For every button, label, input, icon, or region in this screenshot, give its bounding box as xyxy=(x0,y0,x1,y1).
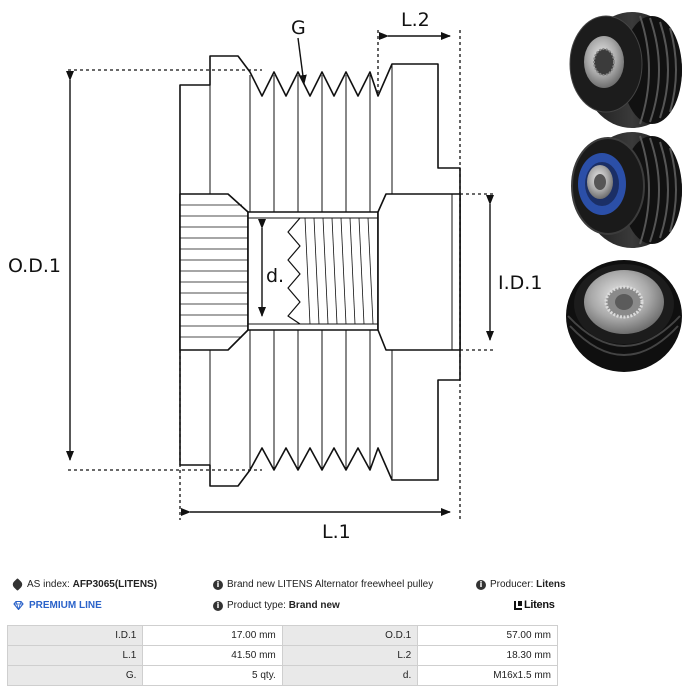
product-type-row: i Product type: Brand new xyxy=(213,600,340,611)
thread-lines xyxy=(304,217,374,325)
spec-key: L.2 xyxy=(281,645,419,666)
spec-value: 17.00 mm xyxy=(142,625,283,646)
g-leader xyxy=(297,37,307,85)
spec-value: 5 qty. xyxy=(142,665,283,686)
l2-label: L.2 xyxy=(401,9,430,31)
bearing-housing xyxy=(377,193,461,351)
producer-row: i Producer: Litens xyxy=(476,579,566,590)
g-label: G xyxy=(291,17,306,39)
d-label: d. xyxy=(266,265,284,287)
thread-profile xyxy=(287,217,301,325)
spec-value: M16x1.5 mm xyxy=(417,665,558,686)
as-index-label: AS index: xyxy=(27,579,70,590)
producer-value: Litens xyxy=(536,579,566,590)
spec-key: G. xyxy=(6,665,144,686)
diamond-icon xyxy=(13,601,24,610)
spec-value: 57.00 mm xyxy=(417,625,558,646)
brand-logo: Litens xyxy=(514,599,555,611)
spec-value: 41.50 mm xyxy=(142,645,283,666)
brand-logo-text: Litens xyxy=(524,599,555,611)
spec-key: I.D.1 xyxy=(6,625,144,646)
bore xyxy=(247,211,379,331)
info-icon: i xyxy=(213,579,223,590)
producer-label: Producer: xyxy=(490,579,534,590)
description-row: i Brand new LITENS Alternator freewheel … xyxy=(213,579,433,590)
photo-front-cap xyxy=(566,260,682,372)
tag-icon xyxy=(11,578,24,591)
litens-logo-icon xyxy=(514,601,522,610)
spec-value: 18.30 mm xyxy=(417,645,558,666)
premium-line-label: PREMIUM LINE xyxy=(29,600,102,611)
info-icon: i xyxy=(213,600,223,611)
table-row: L.1 41.50 mm L.2 18.30 mm xyxy=(6,645,558,666)
l1-label: L.1 xyxy=(322,521,351,543)
spec-key: O.D.1 xyxy=(281,625,419,646)
od1-label: O.D.1 xyxy=(8,255,61,277)
spec-key: d. xyxy=(281,665,419,686)
product-type-label: Product type: xyxy=(227,600,286,611)
spline-teeth xyxy=(180,204,248,338)
as-index-value: AFP3065(LITENS) xyxy=(72,579,158,590)
product-type-value: Brand new xyxy=(288,600,340,611)
table-row: I.D.1 17.00 mm O.D.1 57.00 mm xyxy=(6,625,558,646)
description-text: Brand new LITENS Alternator freewheel pu… xyxy=(227,579,434,590)
photo-rear-bearing xyxy=(571,132,682,248)
spec-key: L.1 xyxy=(6,645,144,666)
id1-label: I.D.1 xyxy=(498,272,542,294)
photo-front-splined xyxy=(569,12,682,128)
spline-boss xyxy=(179,193,249,351)
as-index-row: AS index: AFP3065(LITENS) xyxy=(11,578,158,591)
spec-table: I.D.1 17.00 mm O.D.1 57.00 mm L.1 41.50 … xyxy=(6,625,558,686)
info-icon: i xyxy=(476,579,486,590)
pulley-technical-drawing: G L.2 O.D.1 d. I.D.1 L.1 xyxy=(8,9,542,543)
premium-line-row: PREMIUM LINE xyxy=(13,600,102,611)
product-photos xyxy=(566,12,682,372)
table-row: G. 5 qty. d. M16x1.5 mm xyxy=(6,665,558,686)
